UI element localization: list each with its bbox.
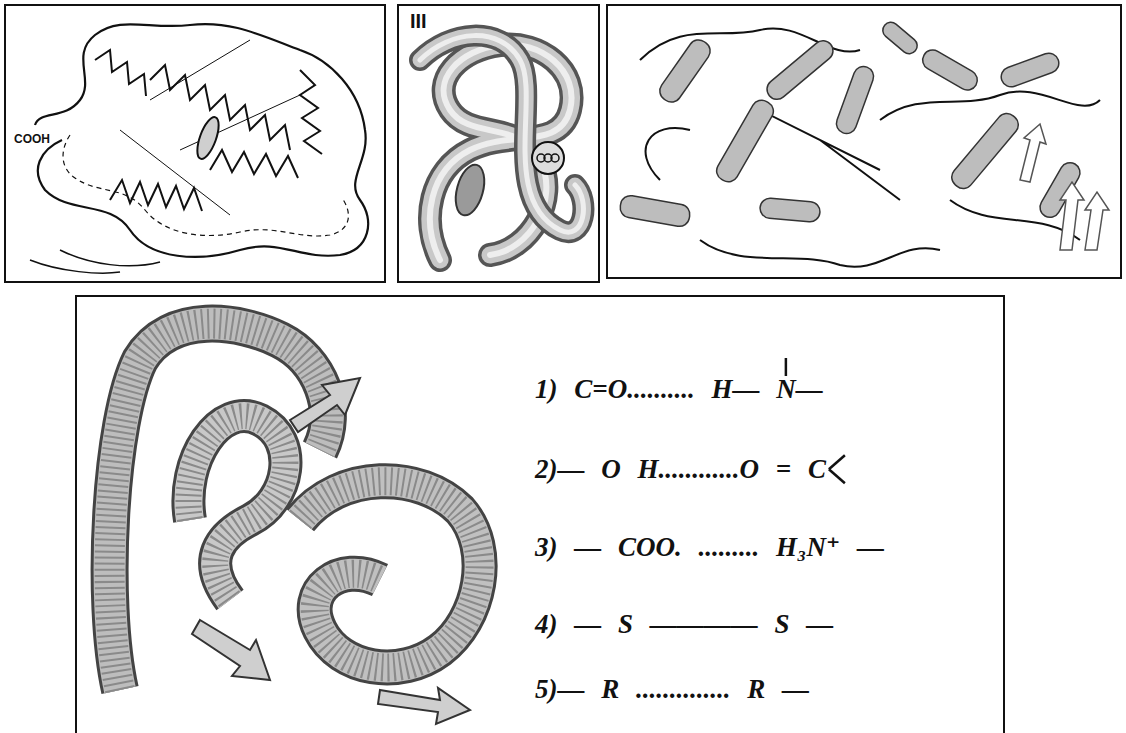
bond-formula: 2)— O H............O = C <box>535 453 826 485</box>
chain-outline <box>35 24 368 257</box>
bond-stroke <box>829 455 845 469</box>
chain-tail <box>30 250 160 273</box>
loop-lines <box>640 28 1100 266</box>
panel-numeral: III <box>410 10 427 33</box>
bond-stroke <box>785 358 788 376</box>
cylinder-model <box>607 5 1121 278</box>
bond-stroke <box>829 469 845 483</box>
helix-zigzag <box>150 65 290 150</box>
diagonal-lines <box>120 40 300 215</box>
bond-box: 1) C=O.......... H— N— 2)— O H...........… <box>75 295 1005 733</box>
myoglobin-line-drawing <box>5 5 385 282</box>
ribbon-model <box>110 324 480 724</box>
tube-drawing <box>398 5 599 282</box>
strand-arrows <box>1020 124 1109 250</box>
helix-zigzag <box>110 180 202 211</box>
helix-zigzag <box>95 50 146 96</box>
bond-strokes <box>77 297 1007 733</box>
helix-cylinders <box>619 19 1084 228</box>
tubes <box>420 36 583 260</box>
terminus-label: COOH <box>14 132 50 146</box>
bond-formula: 4) — S ———— S — <box>535 608 833 640</box>
bond-formula: 5)— R .............. R — <box>535 673 809 705</box>
heme-disk <box>451 162 490 219</box>
panel-frame <box>607 5 1121 278</box>
panel-frame <box>398 5 599 282</box>
circled-symbol <box>532 142 564 174</box>
bond-formula: 3) — COO. ......... H₃N⁺ — <box>535 531 884 563</box>
bond-formula: 1) C=O.......... H— N— <box>535 373 823 405</box>
heme-disk <box>193 115 223 162</box>
helix-zigzag <box>300 70 322 154</box>
helix-zigzag <box>210 150 298 178</box>
panel-frame <box>5 5 385 282</box>
